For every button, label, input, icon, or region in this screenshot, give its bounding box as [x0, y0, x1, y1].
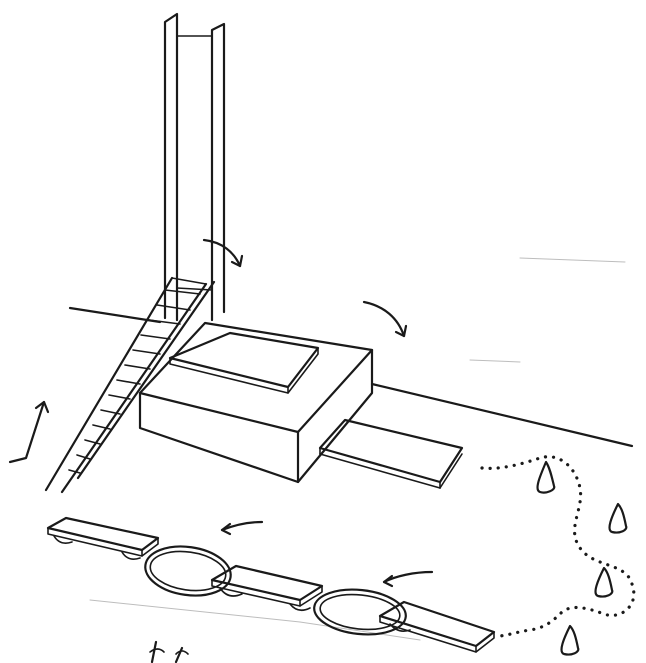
vertical-pole [163, 12, 226, 322]
arrow-ladder-icon [8, 400, 50, 464]
ground-line [68, 306, 634, 448]
cone-1 [536, 460, 556, 494]
dotted-path [480, 455, 636, 638]
bottom-partial-figure [149, 640, 189, 663]
balance-beam-1 [46, 516, 160, 560]
direction-arrows [8, 238, 434, 588]
arrow-beam1-icon [220, 520, 264, 536]
paper-marks [89, 257, 626, 641]
arrow-box-icon [362, 300, 408, 338]
cone-4 [560, 624, 580, 656]
balance-beam-2 [210, 564, 324, 612]
balance-beam-3 [378, 600, 496, 653]
exit-ramp [318, 418, 464, 489]
center-box [138, 321, 374, 484]
cone-3 [594, 566, 614, 598]
arrow-beam2-icon [382, 570, 434, 588]
arrow-pole-icon [202, 238, 244, 268]
box-top-slab [168, 331, 320, 394]
hoop-1 [144, 545, 232, 597]
hoop-2 [313, 588, 407, 636]
cone-2 [608, 502, 628, 534]
cones [536, 460, 628, 656]
ladder [44, 276, 216, 494]
